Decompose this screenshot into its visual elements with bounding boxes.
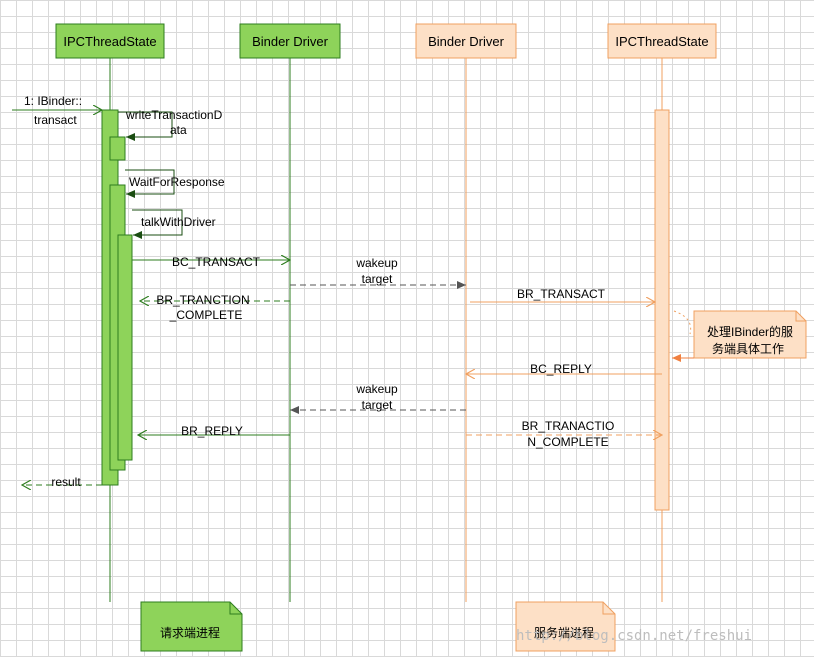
note-text: 务端具体工作 (712, 341, 784, 356)
message-label: target (362, 398, 393, 412)
message-label: WaitForResponse (129, 175, 225, 189)
message-label: BR_TRANACTIO (522, 419, 615, 433)
participant-label: IPCThreadState (63, 34, 156, 49)
message-label: _COMPLETE (169, 308, 243, 322)
message-label: BC_TRANSACT (172, 255, 261, 269)
note-text: 请求端进程 (160, 625, 220, 640)
note-server-work: 处理IBinder的服 务端具体工作 (693, 310, 807, 359)
message-label: talkWithDriver (141, 215, 216, 229)
participant-label: IPCThreadState (615, 34, 708, 49)
note-text: 处理IBinder的服 (707, 324, 793, 339)
self-call-arrow (118, 111, 173, 141)
participant-client-thread[interactable]: IPCThreadState (55, 23, 165, 59)
message-label: ata (170, 123, 187, 137)
activation-bar (654, 109, 670, 511)
note-client-process: 请求端进程 (140, 601, 243, 652)
participant-client-driver[interactable]: Binder Driver (239, 23, 341, 59)
activation-bar (109, 136, 126, 161)
participant-server-driver[interactable]: Binder Driver (415, 23, 517, 59)
message-label: transact (34, 113, 77, 127)
message-label: BR_TRANSACT (517, 287, 606, 301)
message-label: N_COMPLETE (527, 435, 608, 449)
note-text: 服务端进程 (534, 625, 594, 640)
message-label: wakeup (355, 382, 398, 396)
message-label: result (51, 475, 81, 489)
participant-server-thread[interactable]: IPCThreadState (607, 23, 717, 59)
message-label: writeTransactionD (125, 108, 223, 122)
message-label: wakeup (355, 256, 398, 270)
message-label: BC_REPLY (530, 362, 592, 376)
participant-label: Binder Driver (428, 34, 505, 49)
message-label: BR_TRANCTION (156, 293, 249, 307)
activation-bar (117, 234, 133, 461)
note-connector (673, 310, 692, 335)
participant-label: Binder Driver (252, 34, 329, 49)
self-call-arrow (125, 169, 175, 198)
message-label: 1: IBinder:: (24, 94, 82, 108)
message-label: BR_REPLY (181, 424, 243, 438)
self-call-arrow (132, 209, 183, 239)
note-server-process: 服务端进程 (515, 601, 616, 652)
watermark: http://blog.csdn.net/freshui (516, 628, 752, 644)
message-label: target (362, 272, 393, 286)
